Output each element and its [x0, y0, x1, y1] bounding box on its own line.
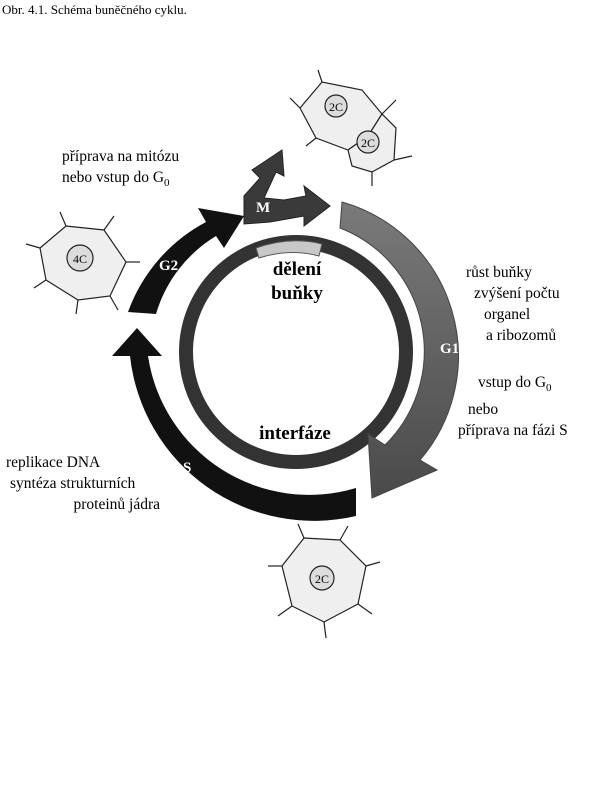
note-right-line-3: organel [484, 306, 531, 323]
g2-arrow [128, 208, 244, 314]
division-label: dělení buňky [252, 258, 342, 306]
note-bottom-left: replikace DNA syntéza strukturních prote… [6, 452, 166, 515]
interphase-label: interfáze [259, 423, 331, 444]
note-right-line-1: růst buňky [466, 264, 532, 281]
note-top-left-line-2: nebo vstup do G0 [62, 169, 170, 190]
note-bottom-left-line-3: proteinů jádra [73, 496, 160, 513]
m-arrow-split [243, 149, 331, 228]
left-cell [25, 211, 140, 315]
cell-left-label: 4C [73, 252, 87, 266]
division-line-1: dělení [272, 259, 322, 280]
bottom-cell [268, 523, 381, 639]
g1-arrow [339, 201, 459, 499]
note-bottom-left-line-2: syntéza strukturních [10, 475, 136, 492]
s-arrow [112, 328, 356, 521]
figure-caption: Obr. 4.1. Schéma buněčného cyklu. [2, 2, 187, 17]
cell-top-b-label: 2C [361, 136, 375, 150]
phase-g2-label: G2 [159, 258, 178, 274]
note-right-line-5: vstup do G0 [478, 374, 552, 395]
division-line-2: buňky [271, 283, 323, 304]
note-right-line-7: příprava na fázi S [458, 422, 568, 440]
top-cells [289, 69, 413, 186]
phase-s-label: S [183, 460, 191, 476]
note-right: růst buňky zvýšení počtu organel a riboz… [466, 262, 560, 346]
note-right-line-2: zvýšení počtu [474, 285, 560, 302]
note-right-line-4: a ribozomů [486, 327, 557, 344]
note-top-left-line-1: příprava na mitózu [62, 148, 180, 165]
cell-top-a-label: 2C [329, 100, 343, 114]
mitosis-band [255, 240, 323, 259]
phase-g1-label: G1 [440, 341, 459, 357]
note-right-line-6: nebo [468, 401, 499, 419]
phase-m-label: M [256, 200, 270, 216]
cell-bottom-label: 2C [315, 572, 329, 586]
note-top-left: příprava na mitózu nebo vstup do G0 [62, 146, 179, 194]
note-right-lower: vstup do G0 nebo příprava na fázi S [458, 372, 568, 441]
note-bottom-left-line-1: replikace DNA [6, 454, 101, 471]
